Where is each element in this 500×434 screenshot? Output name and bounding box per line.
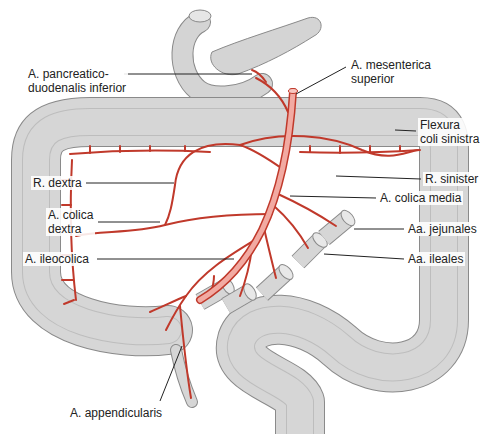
anatomy-label: A. colica dextra: [46, 208, 95, 236]
pancreas-duodenum: [182, 10, 321, 97]
anatomy-label: A. colica media: [378, 191, 463, 205]
anatomy-label: Aa. jejunales: [406, 222, 479, 236]
anatomy-label: A. appendicularis: [68, 406, 164, 420]
superior-mesenteric-trunk: [200, 89, 298, 301]
anatomy-label: Flexura coli sinistra: [418, 118, 481, 146]
anatomy-label: R. dextra: [31, 176, 84, 190]
anatomy-label: Aa. ileales: [406, 252, 465, 266]
anatomy-label: R. sinister: [423, 172, 480, 186]
anatomy-label: A. ileocolica: [23, 252, 91, 266]
anatomy-label: A. pancreatico- duodenalis inferior: [26, 67, 128, 95]
small-intestine-stumps: [200, 208, 358, 306]
leader-lines: [86, 67, 421, 401]
colon: [36, 122, 444, 434]
anatomy-label: A. mesenterica superior: [349, 58, 433, 86]
arteries: [62, 70, 420, 398]
